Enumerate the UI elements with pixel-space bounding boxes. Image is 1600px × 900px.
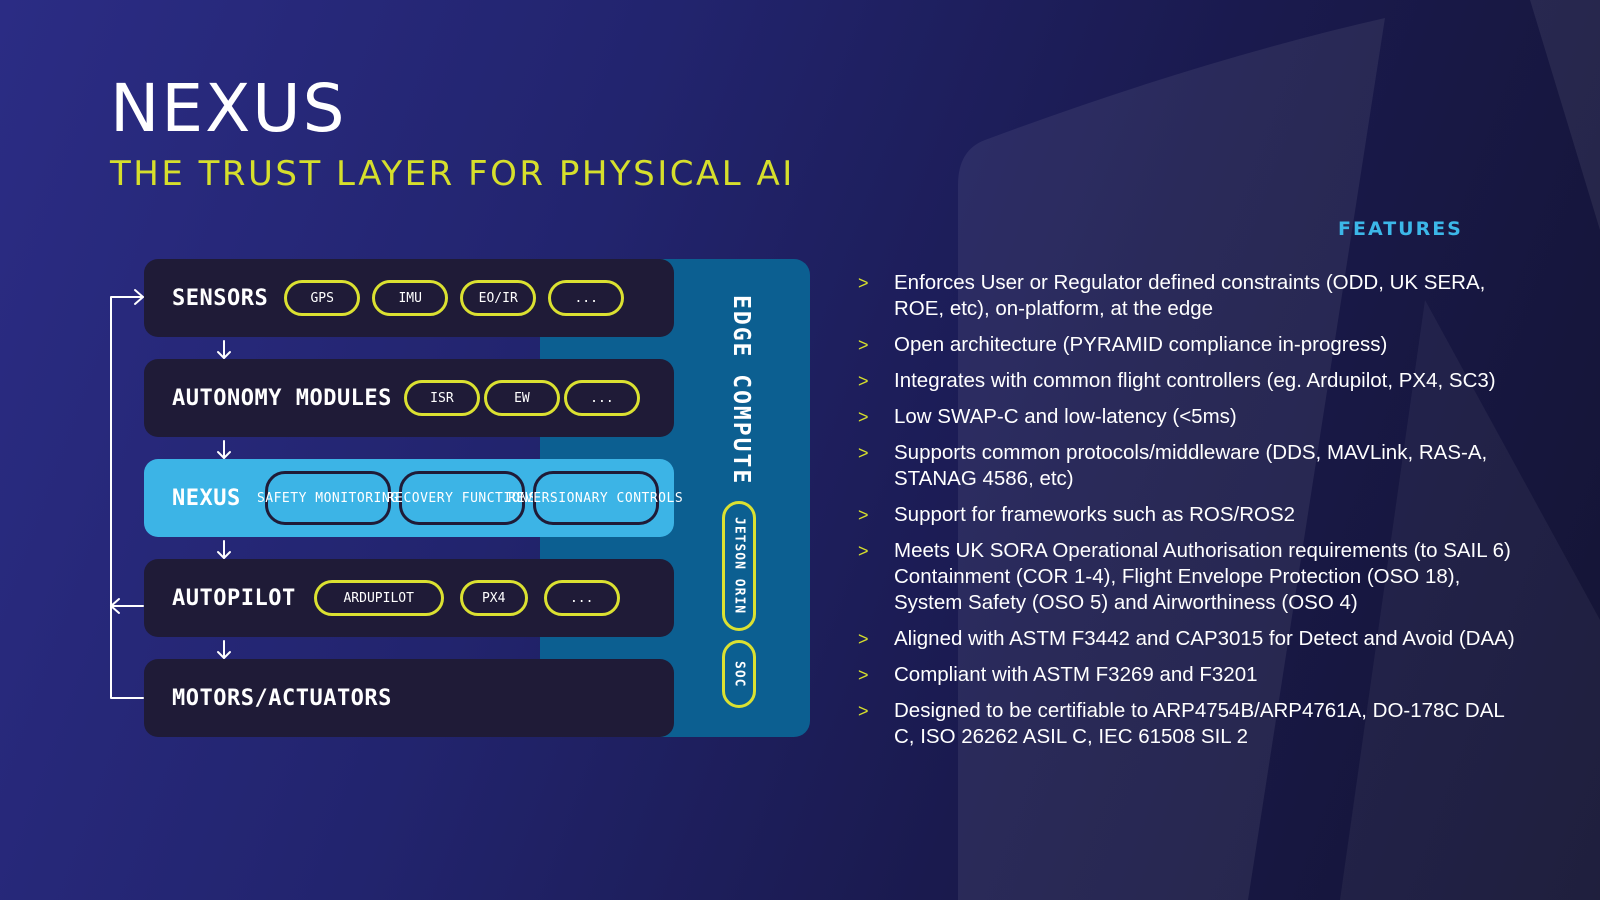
isr-pill: ISR [403, 380, 480, 416]
imu-pill: IMU [372, 280, 449, 316]
bullet-chevron-icon: > [858, 505, 869, 525]
bullet-chevron-icon: > [858, 335, 869, 355]
feature-text: Open architecture (PYRAMID compliance in… [894, 333, 1388, 356]
feature-item: > Designed to be certifiable to ARP4754B/… [850, 698, 1530, 750]
feature-item: > Supports common protocols/middleware (D… [850, 440, 1530, 492]
eo-ir-pill: EO/IR [460, 280, 537, 316]
autopilot-more-pill: ... [543, 580, 620, 616]
feature-text: Support for frameworks such as ROS/ROS2 [894, 503, 1296, 526]
bullet-chevron-icon: > [858, 541, 869, 561]
feature-text: Designed to be certifiable to ARP4754B/A… [894, 699, 1505, 748]
bullet-chevron-icon: > [858, 273, 869, 293]
feature-text: Integrates with common flight controller… [894, 369, 1496, 392]
bullet-chevron-icon: > [858, 629, 869, 649]
nexus-layer: NEXUS SAFETY MONITORING RECOVERY FUNCTIO… [144, 459, 683, 537]
motors-actuators-label: MOTORS/ACTUATORS [172, 685, 392, 711]
motors-actuators-layer: MOTORS/ACTUATORS [144, 659, 674, 737]
ardupilot-pill: ARDUPILOT [313, 580, 444, 616]
feature-text: Enforces User or Regulator defined const… [894, 271, 1486, 320]
jetson-orin-pill: JETSON ORIN [722, 501, 756, 631]
ew-pill: EW [483, 380, 560, 416]
page-title: NEXUS [110, 70, 347, 147]
feature-text: Meets UK SORA Operational Authorisation … [894, 539, 1511, 614]
autopilot-label: AUTOPILOT [172, 585, 296, 611]
px4-pill: PX4 [459, 580, 528, 616]
bullet-chevron-icon: > [858, 665, 869, 685]
nexus-label: NEXUS [172, 485, 241, 511]
bullet-chevron-icon: > [858, 443, 869, 463]
bullet-chevron-icon: > [858, 371, 869, 391]
sensors-label: SENSORS [172, 285, 269, 311]
feature-text: Compliant with ASTM F3269 and F3201 [894, 663, 1258, 686]
reversionary-controls-pill: REVERSIONARY CONTROLS [508, 471, 683, 525]
gps-pill: GPS [284, 280, 361, 316]
feature-item: > Low SWAP-C and low-latency (<5ms) [850, 404, 1530, 430]
autonomy-modules-layer: AUTONOMY MODULES ISR EW ... [144, 359, 674, 437]
autonomy-more-pill: ... [563, 380, 640, 416]
safety-monitoring-pill: SAFETY MONITORING [257, 471, 398, 525]
features-list: > Enforces User or Regulator defined cons… [850, 270, 1530, 760]
feature-item: > Meets UK SORA Operational Authorisation… [850, 538, 1530, 616]
feature-item: > Compliant with ASTM F3269 and F3201 [850, 662, 1530, 688]
feature-text: Low SWAP-C and low-latency (<5ms) [894, 405, 1237, 428]
recovery-functions-pill: RECOVERY FUNCTIONS [387, 471, 536, 525]
edge-compute-title: EDGE COMPUTE [728, 295, 754, 486]
features-heading: FEATURES [1338, 218, 1463, 240]
feature-item: > Integrates with common flight controlle… [850, 368, 1530, 394]
autonomy-modules-label: AUTONOMY MODULES [172, 385, 392, 411]
bullet-chevron-icon: > [858, 407, 869, 427]
bullet-chevron-icon: > [858, 701, 869, 721]
feature-item: > Enforces User or Regulator defined cons… [850, 270, 1530, 322]
autopilot-layer: AUTOPILOT ARDUPILOT PX4 ... [144, 559, 674, 637]
page-subtitle: THE TRUST LAYER FOR PHYSICAL AI [110, 154, 795, 194]
feature-item: > Open architecture (PYRAMID compliance i… [850, 332, 1530, 358]
feature-item: > Support for frameworks such as ROS/ROS2 [850, 502, 1530, 528]
feature-text: Supports common protocols/middleware (DD… [894, 441, 1488, 490]
sensors-more-pill: ... [548, 280, 625, 316]
feature-text: Aligned with ASTM F3442 and CAP3015 for … [894, 627, 1515, 650]
soc-pill: SOC [722, 640, 756, 708]
feature-item: > Aligned with ASTM F3442 and CAP3015 for… [850, 626, 1530, 652]
sensors-layer: SENSORS GPS IMU EO/IR ... [144, 259, 674, 337]
